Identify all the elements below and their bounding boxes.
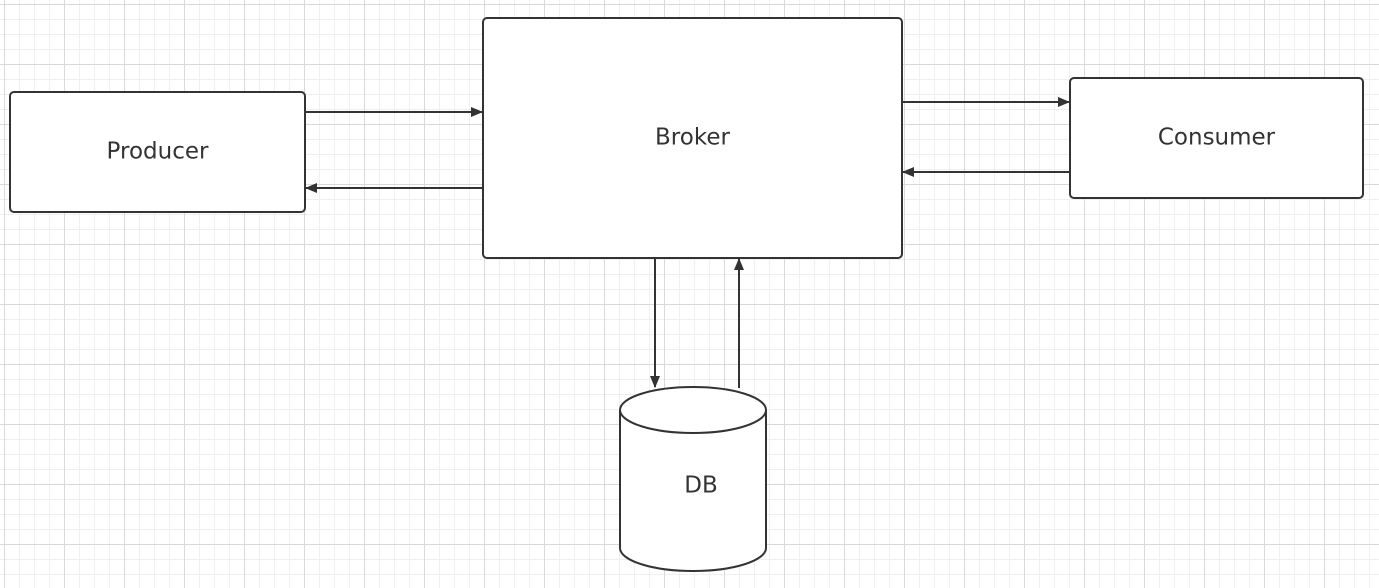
broker-label: Broker [655, 125, 730, 151]
consumer-label: Consumer [1158, 125, 1276, 151]
producer-label: Producer [107, 139, 209, 165]
consumer-node[interactable]: Consumer [1069, 77, 1364, 199]
db-node[interactable]: DB [619, 386, 767, 572]
broker-node[interactable]: Broker [482, 17, 903, 259]
producer-node[interactable]: Producer [9, 91, 306, 213]
db-label: DB [684, 473, 718, 499]
